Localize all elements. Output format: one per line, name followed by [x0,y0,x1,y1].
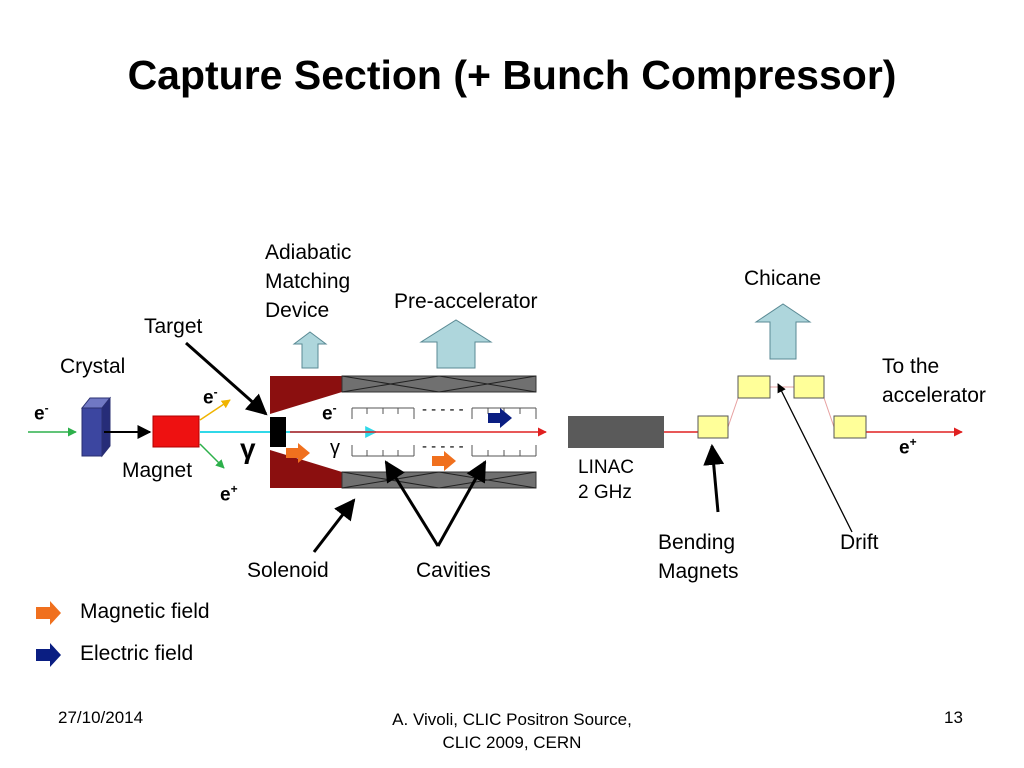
amd-label-line3: Device [265,299,330,322]
magnetic-field-arrow-2 [432,451,456,471]
preaccelerator-label: Pre-accelerator [394,290,538,313]
electric-field-arrow [488,408,512,428]
footer-date: 27/10/2014 [58,708,144,727]
chicane-label: Chicane [744,267,822,290]
magnet-block [152,415,200,448]
amd-label-line2: Matching [265,270,351,293]
bending-magnet-3 [793,375,825,399]
target-label: Target [144,315,203,338]
bending-magnet-1 [697,415,729,439]
amd-upper [270,376,342,414]
chicane-path-3 [823,397,835,428]
gamma-large: γ [240,433,256,464]
bending-magnet-2 [737,375,771,399]
deflected-e-minus: e- [203,385,218,409]
cavities-upper [351,407,537,419]
target-block [270,417,286,447]
chicane-path-1 [727,397,739,428]
slide-title: Capture Section (+ Bunch Compressor) [127,52,897,98]
linac-label-line2: 2 GHz [578,482,632,503]
incoming-e-minus: e- [34,401,49,425]
dashes-lower: - - - - - [422,438,464,455]
legend-electric-label: Electric field [80,642,194,665]
deflected-electron [199,399,231,421]
legend-electric-arrow [36,643,61,667]
footer-source-line2: CLIC 2009, CERN [442,733,582,752]
amd-up-arrow [292,331,328,369]
linac-label-line1: LINAC [578,457,634,478]
magnet-e-plus: e+ [220,482,238,506]
solenoid-pointer [312,498,356,553]
legend-magnetic-label: Magnetic field [80,600,210,623]
crystal-block [80,396,112,458]
linac-label: LINAC 2 GHz [578,455,634,505]
amd-label-line1: Adiabatic [265,241,352,264]
bending-magnets-line1: Bending [658,531,736,554]
drift-pointer [777,383,853,533]
solenoid-label: Solenoid [247,559,329,582]
to-accelerator-line2: accelerator [882,384,986,407]
output-e-plus: e+ [899,435,917,459]
footer-source: A. Vivoli, CLIC Positron Source, CLIC 20… [300,708,724,754]
preacc-gamma: γ [330,437,340,459]
legend-magnetic-arrow [36,601,61,625]
cavities-label: Cavities [416,559,491,582]
chicane-up-arrow [754,303,812,360]
preaccelerator-up-arrow [419,319,493,369]
linac-block [568,416,664,448]
solenoid-lower [341,471,537,489]
bending-magnets-pointer [703,443,725,513]
to-accelerator-line1: To the [882,355,940,378]
target-pointer [185,341,268,416]
dashes-upper: - - - - - [422,401,464,418]
cavities-pointer-1 [384,460,440,547]
crystal-label: Crystal [60,355,126,378]
cavities-pointer-2 [436,460,487,547]
footer-page-number: 13 [944,708,963,727]
to-accelerator-label: To the accelerator [882,352,986,410]
drift-label: Drift [840,531,879,554]
bending-magnets-label: Bending Magnets [658,528,739,586]
solenoid-upper [341,375,537,393]
bending-magnets-line2: Magnets [658,560,739,583]
amd-lower [270,450,342,488]
deflected-positron [199,443,225,469]
preacc-e-minus: e- [322,401,337,425]
bending-magnet-4 [833,415,867,439]
cavities-lower [351,445,537,457]
magnetic-field-arrow-1 [286,443,310,463]
amd-label: Adiabatic Matching Device [265,238,351,325]
magnet-label: Magnet [122,459,193,482]
footer-source-line1: A. Vivoli, CLIC Positron Source, [392,710,632,729]
